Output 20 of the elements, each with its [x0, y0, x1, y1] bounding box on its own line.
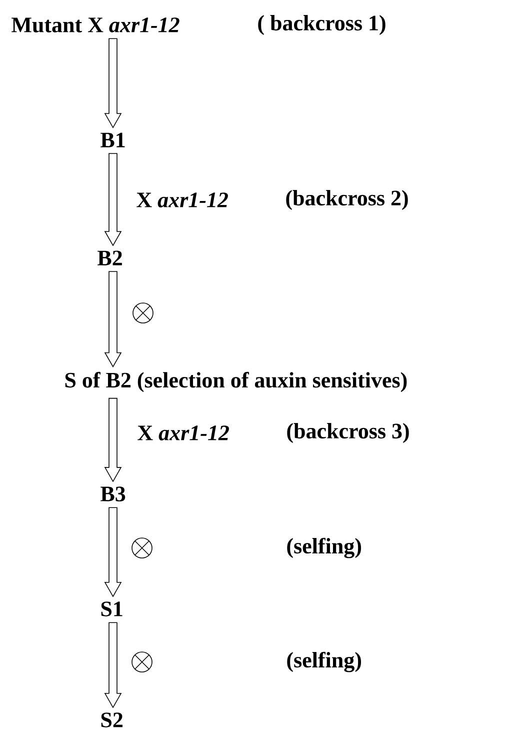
generation-label: B1: [100, 132, 125, 148]
generation-label: B3: [100, 486, 126, 502]
arrow: [104, 153, 122, 246]
generation-label: S of B2 (selection of auxin sensitives): [65, 372, 407, 392]
edge-label: X axr1-12: [136, 192, 228, 208]
cross-label: Mutant X axr1-12: [12, 18, 180, 32]
generation-label: S2: [101, 712, 122, 728]
arrow: [104, 38, 122, 128]
step-note: (selfing): [287, 652, 361, 672]
step-note: (backcross 3): [287, 423, 409, 443]
arrow: [104, 507, 122, 598]
step-note: ( backcross 1): [258, 15, 386, 35]
edge-label: X axr1-12: [138, 426, 229, 440]
arrow: [104, 622, 122, 708]
generation-label: B2: [98, 250, 122, 266]
step-note: (backcross 2): [286, 190, 408, 210]
arrow: [104, 271, 122, 368]
arrow: [104, 398, 122, 482]
step-note: (selfing): [287, 538, 361, 558]
generation-label: S1: [101, 602, 122, 616]
